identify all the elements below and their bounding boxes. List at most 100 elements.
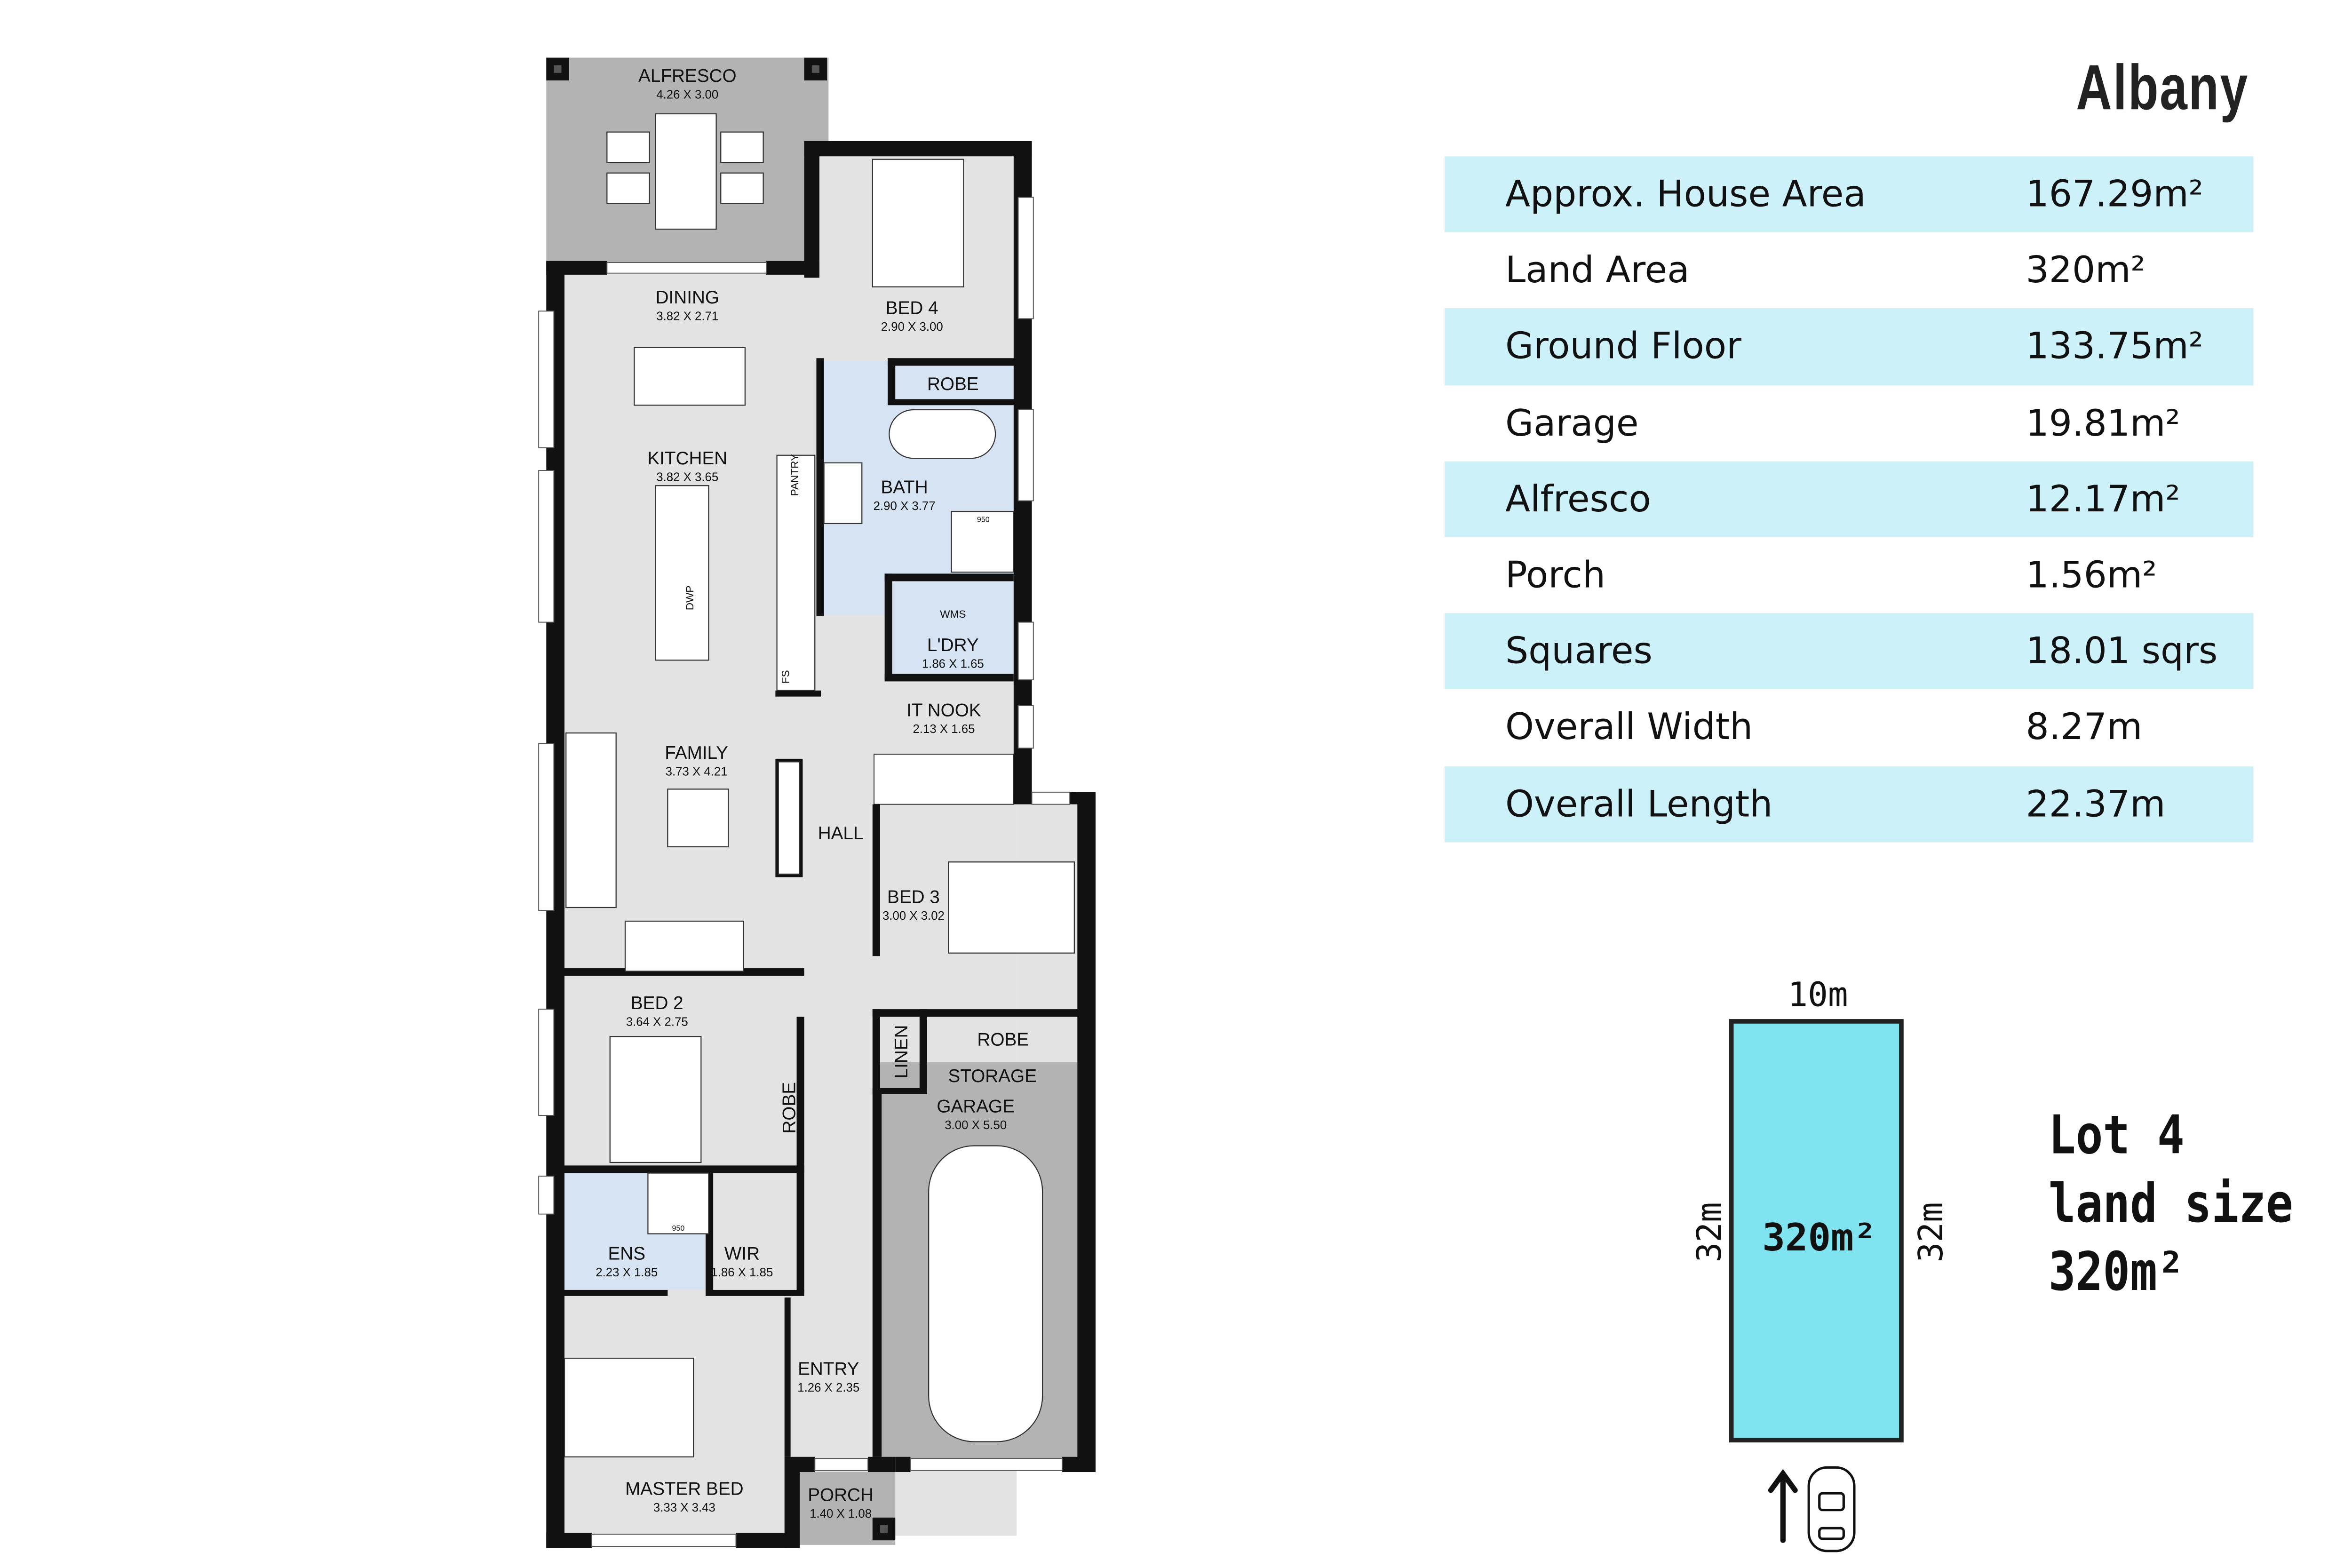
room-dims: 2.90 X 3.77: [874, 500, 936, 513]
lot-diagram: 10m 32m 32m 320m²: [1690, 975, 1950, 1552]
room-dims: 3.00 X 5.50: [945, 1119, 1007, 1132]
spec-label: Approx. House Area: [1505, 173, 1866, 216]
room-name: BED 4: [886, 298, 938, 318]
room-name: FAMILY: [665, 743, 728, 763]
room-dims: 1.40 X 1.08: [810, 1507, 872, 1520]
bed-3: [947, 861, 1075, 954]
spec-row: Approx. House Area 167.29m²: [1444, 156, 2254, 233]
room-labels: ALFRESCO 4.26 X 3.00 DINING 3.82 X 2.71 …: [596, 66, 1037, 1520]
room-name: L'DRY: [927, 635, 979, 655]
dishwasher-label: DWP: [684, 586, 696, 611]
lot-shape: [1729, 1019, 1904, 1443]
room-name: ROBE: [779, 1082, 799, 1134]
kitchen-island: [655, 485, 709, 661]
spec-value: 167.29m²: [2026, 173, 2203, 216]
car: [928, 1145, 1043, 1442]
it-desk: [874, 754, 1014, 805]
sofa: [565, 732, 617, 908]
shower: [951, 510, 1014, 573]
room-name: PORCH: [808, 1485, 874, 1505]
master-bed: [564, 1357, 694, 1457]
pantry-label: PANTRY: [789, 454, 801, 496]
room-dims: 3.33 X 3.43: [653, 1501, 715, 1514]
ensuite-shower: [647, 1172, 709, 1234]
spec-row: Land Area 320m²: [1445, 232, 2253, 309]
room-name: DINING: [656, 287, 719, 308]
spec-row: Ground Floor 133.75m²: [1444, 309, 2254, 385]
specifications-table: Approx. House Area 167.29m² Land Area 320m…: [1444, 156, 2254, 842]
room-name: KITCHEN: [647, 448, 727, 469]
lot-width-label: 10m: [1788, 975, 1848, 1014]
room-dims: 2.90 X 3.00: [881, 320, 943, 334]
lot-number: Lot 4: [2048, 1106, 2185, 1167]
spec-value: 1.56m²: [2026, 554, 2157, 597]
lot-land-size-label: land size: [2048, 1174, 2293, 1235]
room-name: STORAGE: [948, 1066, 1036, 1086]
room-dims: 3.73 X 4.21: [666, 765, 728, 778]
spec-label: Ground Floor: [1505, 325, 1742, 368]
room-name: GARAGE: [937, 1097, 1015, 1117]
spec-value: 19.81m²: [2026, 401, 2180, 445]
room-name: ALFRESCO: [638, 66, 737, 86]
spec-row: Overall Width 8.27m: [1445, 690, 2253, 766]
coffee-table: [667, 788, 729, 848]
spec-value: 320m²: [2026, 249, 2145, 292]
room-name: ROBE: [977, 1030, 1029, 1050]
spec-label: Overall Length: [1505, 782, 1773, 825]
room-dims: 4.26 X 3.00: [656, 88, 718, 102]
room-dims: 3.64 X 2.75: [626, 1016, 688, 1029]
room-dims: 1.86 X 1.65: [922, 657, 984, 670]
spec-value: 18.01 sqrs: [2026, 630, 2218, 673]
furniture: [564, 113, 1075, 1457]
room-dims: 3.00 X 3.02: [882, 909, 945, 923]
washing-machine-label: WMS: [940, 608, 966, 620]
room-dims: 3.82 X 2.71: [656, 310, 718, 323]
bathtub: [889, 409, 996, 459]
room-name: BED 3: [887, 887, 940, 907]
lot-right-length-label: 32m: [1911, 1202, 1950, 1262]
shower-dim-label: 950: [977, 516, 990, 524]
fridge-space-label: FS: [779, 670, 791, 684]
room-dims: 2.23 X 1.85: [596, 1266, 658, 1279]
spec-row: Squares 18.01 sqrs: [1444, 613, 2254, 690]
spec-label: Porch: [1505, 554, 1606, 597]
car-icon: [1807, 1466, 1856, 1552]
bed-4: [872, 159, 964, 287]
dining-table: [634, 347, 746, 406]
spec-value: 133.75m²: [2026, 325, 2203, 368]
lot-area-label: 320m²: [1762, 1216, 1876, 1260]
spec-label: Squares: [1505, 630, 1653, 673]
room-name: ENTRY: [798, 1359, 859, 1379]
street-direction-arrow-icon: [1768, 1469, 1798, 1543]
kitchen-bench: [776, 454, 816, 691]
spec-row: Garage 19.81m²: [1445, 385, 2253, 461]
lot-left-length-label: 32m: [1690, 1202, 1729, 1262]
room-name: IT NOOK: [906, 700, 981, 721]
room-name: LINEN: [891, 1025, 912, 1079]
lot-land-size-value: 320m²: [2048, 1242, 2185, 1304]
room-dims: 1.86 X 1.85: [711, 1266, 773, 1279]
room-name: MASTER BED: [625, 1479, 744, 1499]
spec-label: Land Area: [1505, 249, 1690, 292]
room-name: BED 2: [631, 993, 683, 1013]
spec-label: Overall Width: [1505, 706, 1753, 749]
spec-value: 8.27m: [2026, 706, 2143, 749]
room-dims: 1.26 X 2.35: [797, 1381, 859, 1394]
room-dims: 3.82 X 3.65: [656, 471, 718, 484]
bed-2: [609, 1036, 702, 1163]
alfresco-table: [655, 113, 717, 230]
room-dims: 2.13 X 1.65: [913, 723, 975, 736]
laundry-wet-area: [890, 580, 1014, 677]
room-name: BATH: [881, 477, 928, 497]
spec-row: Porch 1.56m²: [1445, 537, 2253, 613]
windows: [538, 197, 1071, 1547]
ensuite-shower-dim-label: 950: [672, 1224, 684, 1233]
spec-label: Garage: [1505, 401, 1639, 445]
room-name: HALL: [818, 823, 864, 844]
spec-value: 12.17m²: [2026, 478, 2180, 520]
room-name: ROBE: [927, 374, 979, 394]
